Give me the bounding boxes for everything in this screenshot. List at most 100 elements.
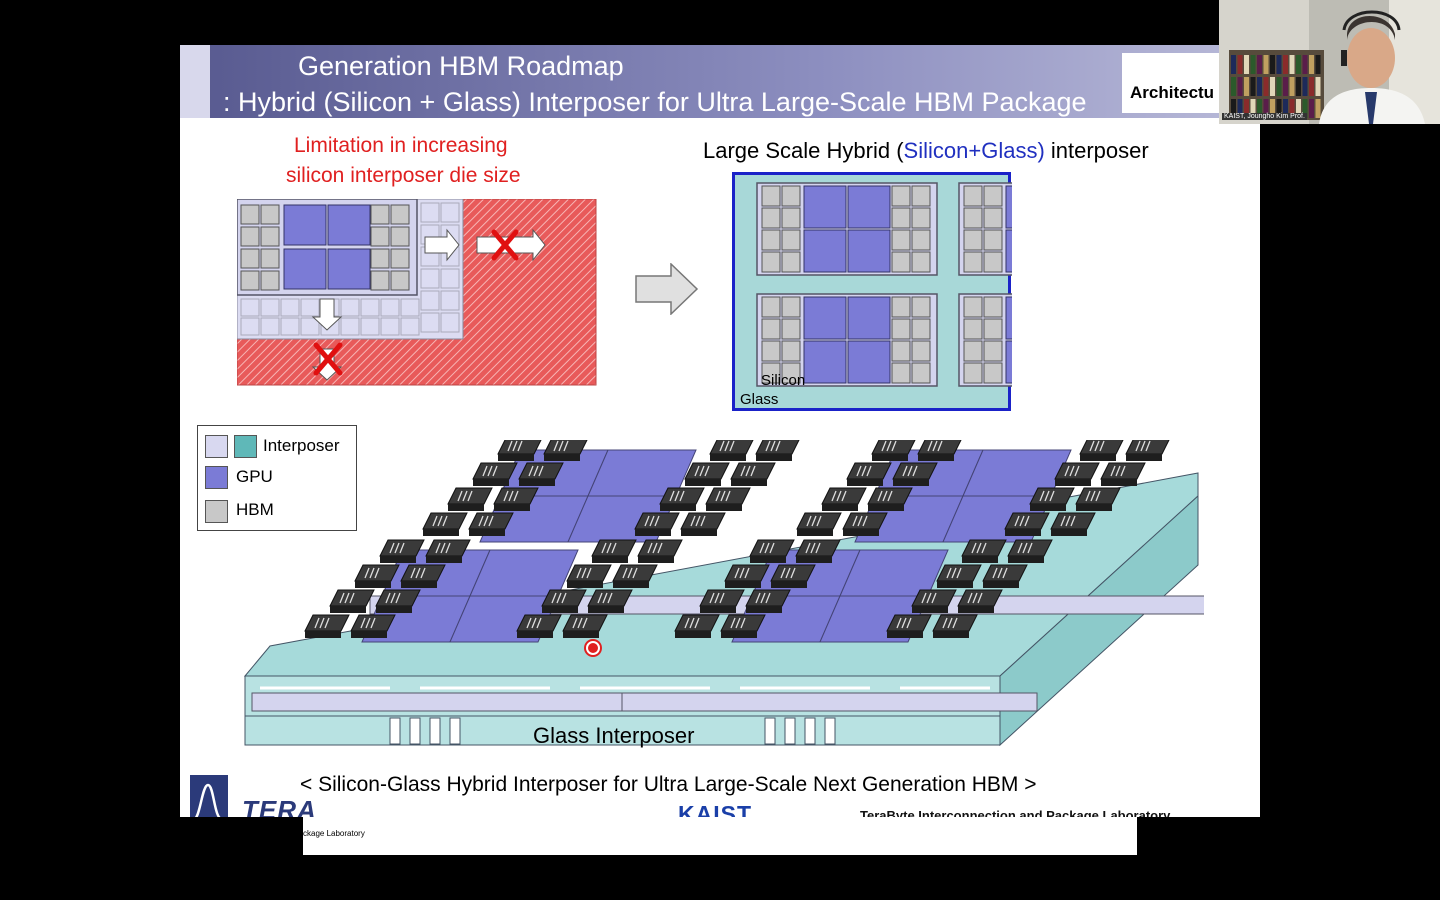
hbm-stack-mark bbox=[420, 567, 426, 579]
hbm-stack-mark bbox=[765, 592, 771, 604]
hbm-stack-mark bbox=[536, 617, 542, 629]
hbm-stack-mark bbox=[971, 542, 977, 554]
hbm-stack-mark bbox=[881, 440, 887, 452]
extension-cell bbox=[420, 202, 440, 223]
hbm-stack-mark bbox=[349, 592, 355, 604]
hbm-stack-mark bbox=[700, 515, 706, 527]
book bbox=[1276, 55, 1282, 74]
hbm-stack-mark bbox=[457, 490, 463, 502]
hbm-stack-side bbox=[635, 529, 671, 536]
hbm-stack-mark bbox=[755, 592, 761, 604]
book bbox=[1244, 99, 1249, 118]
hbm-stack-side bbox=[469, 529, 505, 536]
hbm-stack-mark bbox=[344, 592, 350, 604]
hbm-cell bbox=[761, 207, 781, 229]
hbm-stack-side bbox=[756, 454, 792, 461]
hbm-stack-mark bbox=[1099, 440, 1105, 452]
hbm-stack-mark bbox=[734, 567, 740, 579]
hbm-cell bbox=[240, 270, 260, 291]
extension-cell bbox=[380, 298, 400, 317]
hbm-stack-side bbox=[542, 606, 578, 613]
hbm-stack-mark bbox=[780, 567, 786, 579]
hbm-stack-mark bbox=[887, 490, 893, 502]
hbm-stack-mark bbox=[632, 567, 638, 579]
hbm-stack-mark bbox=[561, 592, 567, 604]
hbm-stack-mark bbox=[563, 440, 569, 452]
hbm-stack-mark bbox=[862, 515, 868, 527]
hbm-stack-mark bbox=[572, 617, 578, 629]
hbm-cell bbox=[911, 318, 931, 340]
hbm-stack-mark bbox=[370, 617, 376, 629]
book bbox=[1309, 99, 1314, 118]
hbm-stack-mark bbox=[1019, 515, 1025, 527]
hbm-stack-mark bbox=[815, 542, 821, 554]
hbm-stack-side bbox=[937, 581, 973, 588]
hbm-stack-mark bbox=[852, 515, 858, 527]
hbm-stack-mark bbox=[526, 617, 532, 629]
hbm-cell bbox=[240, 226, 260, 247]
kaist-logo-bg bbox=[658, 805, 778, 817]
hbm-stack-mark bbox=[389, 542, 395, 554]
hbm-stack-mark bbox=[606, 542, 612, 554]
hbm-cell bbox=[891, 207, 911, 229]
gpu-die bbox=[803, 296, 847, 340]
hbm-cell bbox=[781, 251, 801, 273]
book bbox=[1263, 55, 1269, 74]
hbm-stack-side bbox=[1051, 529, 1087, 536]
hbm-stack-mark bbox=[365, 617, 371, 629]
hbm-stack-mark bbox=[1135, 440, 1141, 452]
hbm-stack-mark bbox=[886, 440, 892, 452]
hbm-stack-side bbox=[918, 454, 954, 461]
hbm-stack-mark bbox=[856, 465, 862, 477]
gpu-die bbox=[803, 185, 847, 229]
hbm-stack-mark bbox=[531, 617, 537, 629]
hbm-stack-side bbox=[1101, 479, 1137, 486]
hbm-cell bbox=[370, 226, 390, 247]
hbm-stack-side bbox=[771, 581, 807, 588]
legend-interposer-label: Interposer bbox=[263, 436, 340, 455]
extension-cell bbox=[260, 298, 280, 317]
hbm-stack-mark bbox=[611, 542, 617, 554]
hbm-stack-mark bbox=[577, 617, 583, 629]
hbm-stack-mark bbox=[1065, 515, 1071, 527]
hbm-stack-mark bbox=[1089, 440, 1095, 452]
package-3d-illustration bbox=[243, 440, 1204, 747]
book bbox=[1296, 99, 1301, 118]
hbm-stack-mark bbox=[1039, 490, 1045, 502]
hbm-cell bbox=[911, 340, 931, 362]
hbm-cell bbox=[390, 204, 410, 225]
book bbox=[1231, 55, 1236, 74]
hbm-stack-mark bbox=[483, 515, 489, 527]
silicon-label: Silicon bbox=[761, 372, 806, 389]
hbm-stack-mark bbox=[607, 592, 613, 604]
extension-cell bbox=[380, 317, 400, 336]
hbm-stack-mark bbox=[744, 567, 750, 579]
extension-cell bbox=[360, 298, 380, 317]
hbm-stack-side bbox=[380, 556, 416, 563]
hybrid-title-highlight: Silicon+Glass) bbox=[903, 138, 1045, 163]
hbm-stack-side bbox=[822, 504, 858, 511]
glass-via bbox=[389, 717, 401, 745]
hbm-cell bbox=[240, 204, 260, 225]
extension-cell bbox=[340, 298, 360, 317]
hbm-stack-side bbox=[933, 631, 969, 638]
hbm-stack-mark bbox=[740, 465, 746, 477]
hbm-stack-mark bbox=[866, 465, 872, 477]
hbm-stack-mark bbox=[972, 592, 978, 604]
book bbox=[1315, 99, 1321, 118]
extension-cell bbox=[440, 268, 460, 289]
hbm-stack-side bbox=[494, 504, 530, 511]
hbm-cell bbox=[370, 204, 390, 225]
webcam-thumbnail: KAIST, Joungho Kim Prof. bbox=[1219, 0, 1440, 124]
hbm-stack-mark bbox=[679, 490, 685, 502]
book bbox=[1270, 55, 1275, 74]
hbm-stack-mark bbox=[831, 490, 837, 502]
hbm-stack-mark bbox=[739, 567, 745, 579]
book bbox=[1302, 77, 1308, 96]
hbm-stack-mark bbox=[882, 490, 888, 502]
book bbox=[1302, 99, 1308, 118]
hbm-cell bbox=[260, 270, 280, 291]
presentation-slide: Generation HBM Roadmap : Hybrid (Silicon… bbox=[180, 45, 1260, 817]
book bbox=[1276, 99, 1282, 118]
book bbox=[1257, 77, 1262, 96]
